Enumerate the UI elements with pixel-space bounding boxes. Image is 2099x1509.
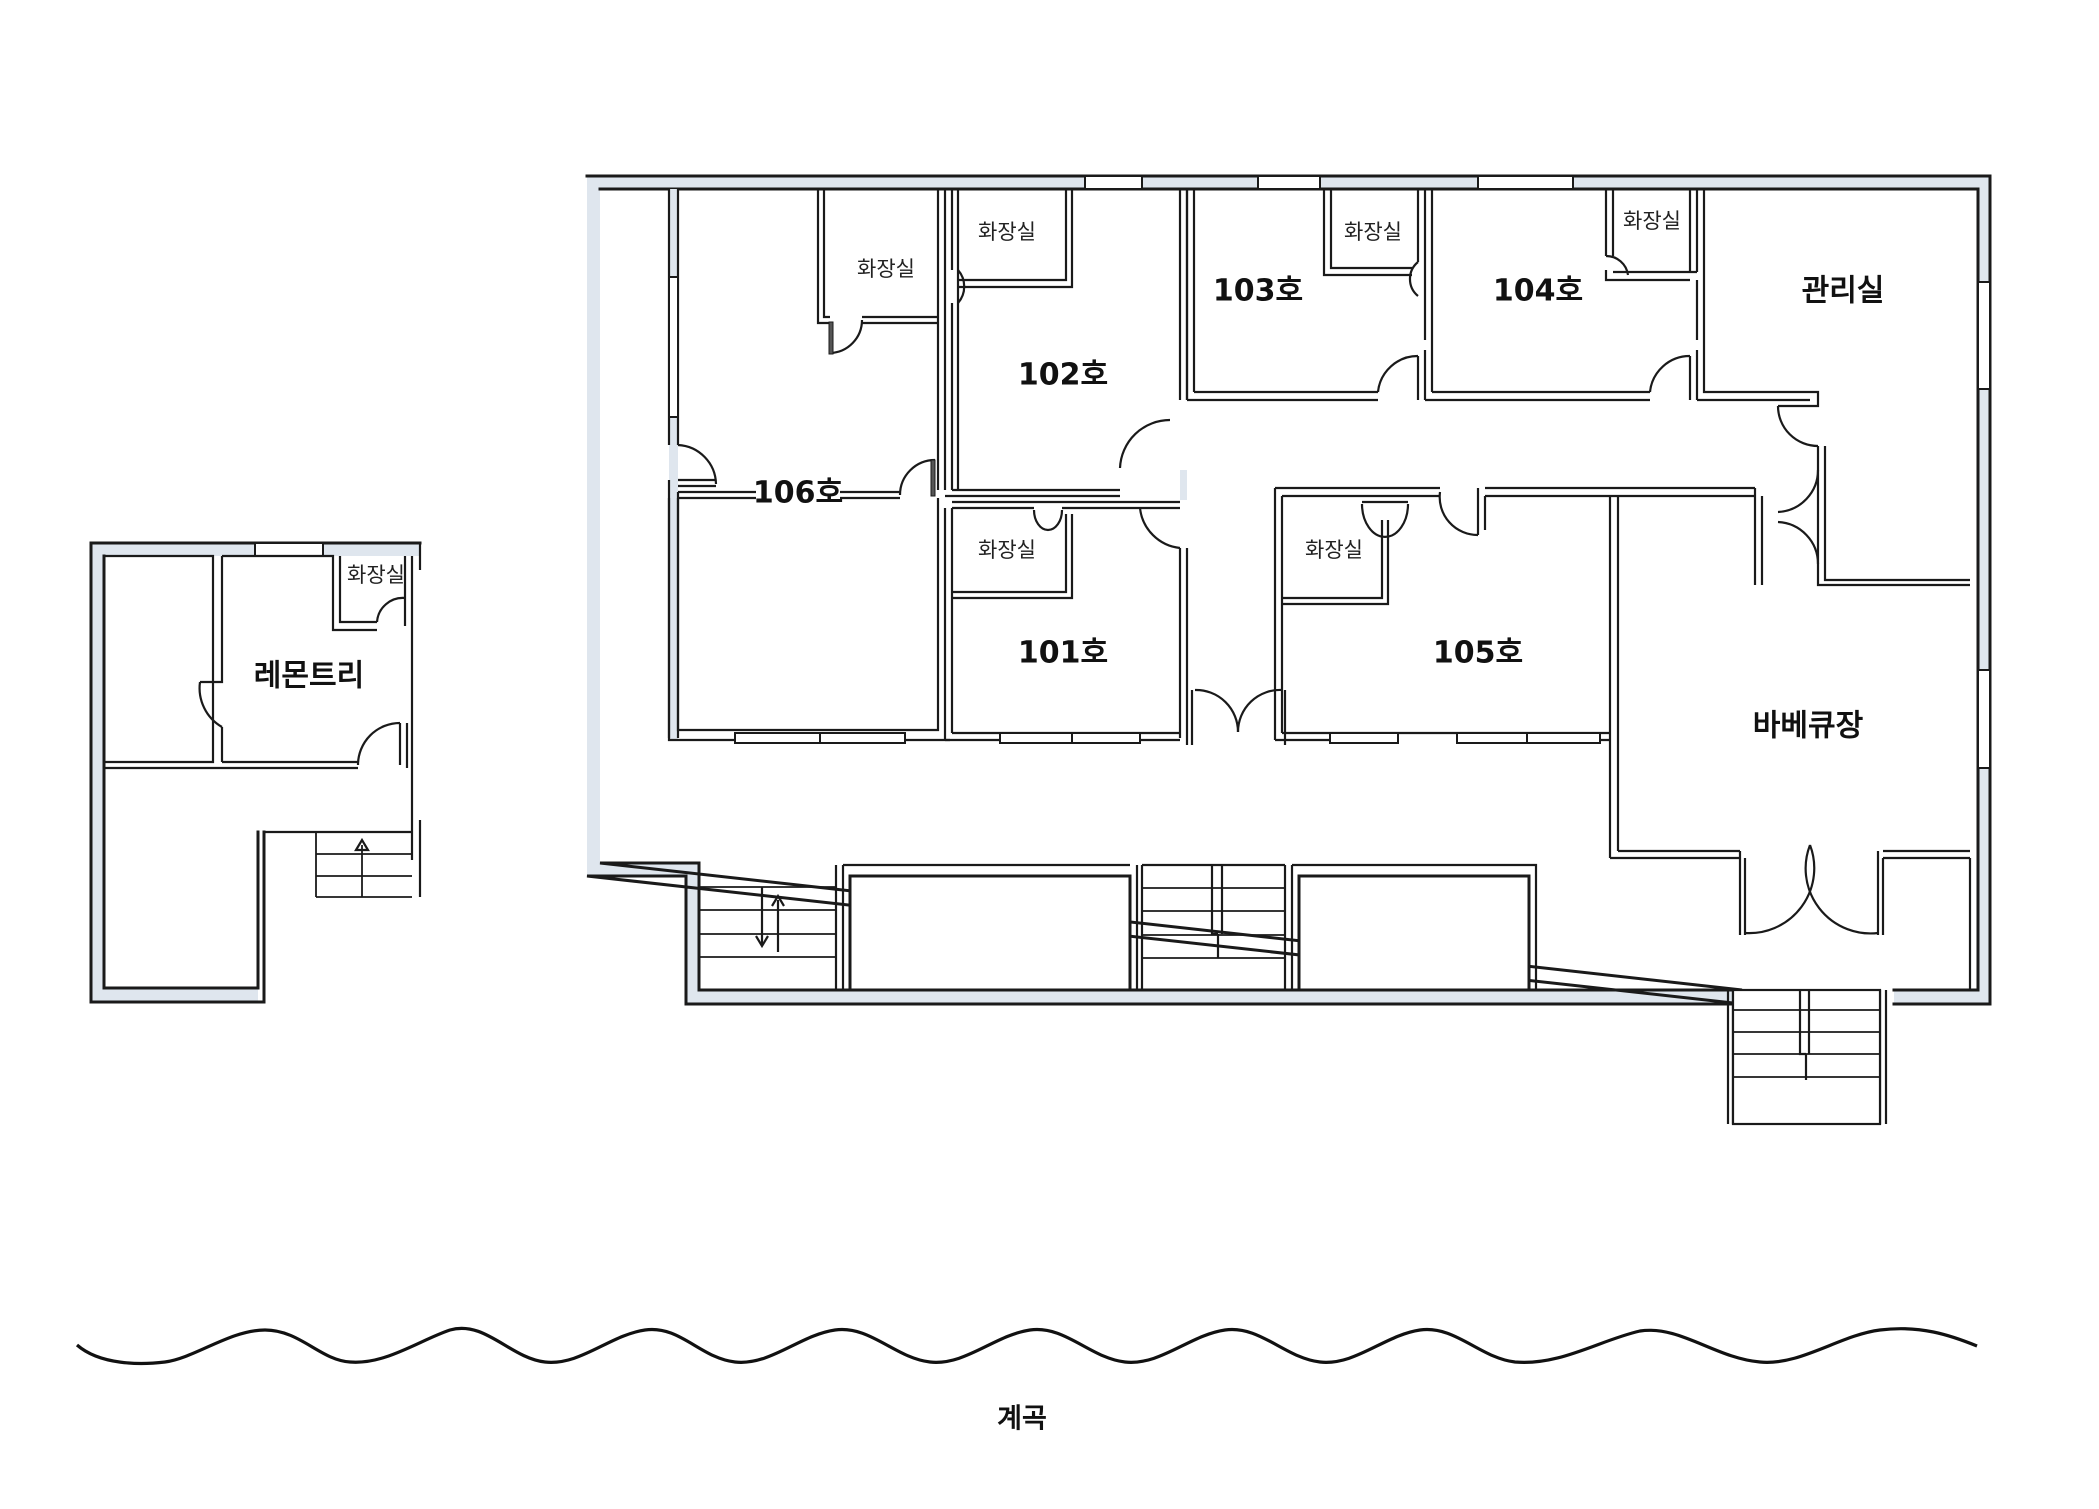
bathroom-label: 화장실 bbox=[978, 220, 1036, 244]
bathroom-label: 화장실 bbox=[857, 257, 915, 281]
corridor-double-door[interactable] bbox=[1190, 688, 1287, 745]
window bbox=[819, 732, 906, 744]
room-104-block: 화장실 104호 bbox=[1425, 189, 1699, 402]
annex-building: 화장실 레몬트리 bbox=[89, 541, 422, 1004]
annex-name-label: 레몬트리 bbox=[254, 659, 364, 694]
office-label: 관리실 bbox=[1802, 274, 1885, 309]
window bbox=[1477, 175, 1574, 190]
window bbox=[1456, 732, 1528, 744]
room-102-label: 102호 bbox=[1018, 358, 1108, 393]
bathroom-label: 화장실 bbox=[1344, 220, 1402, 244]
room-105-block: 화장실 105호 bbox=[1273, 486, 1764, 744]
window bbox=[734, 732, 821, 744]
room-105-label: 105호 bbox=[1433, 636, 1523, 671]
room-104-label: 104호 bbox=[1493, 274, 1583, 309]
window bbox=[1084, 175, 1143, 190]
bbq-label: 바베큐장 bbox=[1753, 709, 1864, 744]
stair-middle bbox=[1135, 863, 1294, 990]
window bbox=[1977, 281, 1991, 390]
stair-exit bbox=[1726, 988, 1888, 1126]
window bbox=[1071, 732, 1141, 744]
room-103-label: 103호 bbox=[1213, 274, 1303, 309]
main-building: 화장실 106호 화장실 102호 화장실 101호 bbox=[585, 174, 1992, 1126]
window bbox=[1977, 669, 1991, 769]
room-101-block: 화장실 101호 bbox=[943, 500, 1189, 745]
arrow-down-icon bbox=[755, 935, 769, 949]
storage-right bbox=[1297, 874, 1531, 992]
window bbox=[1526, 732, 1601, 744]
room-102-block: 화장실 102호 bbox=[945, 189, 1189, 500]
stair-left bbox=[699, 886, 836, 958]
window bbox=[1329, 732, 1399, 744]
window bbox=[1257, 175, 1321, 190]
main-bottom-wall bbox=[686, 990, 1742, 1004]
window bbox=[999, 732, 1073, 744]
annex-bathroom-label: 화장실 bbox=[347, 563, 405, 587]
stream-wave-line bbox=[75, 1326, 1978, 1366]
bathroom-label: 화장실 bbox=[1305, 538, 1363, 562]
bathroom-label: 화장실 bbox=[1623, 209, 1681, 233]
room-103-block: 화장실 103호 bbox=[1185, 189, 1427, 402]
annex-stair bbox=[264, 830, 412, 898]
room-106-label: 106호 bbox=[753, 476, 843, 511]
stream: 계곡 bbox=[75, 1326, 1978, 1435]
room-101-label: 101호 bbox=[1018, 636, 1108, 671]
storage-left bbox=[848, 874, 1132, 992]
arrow-up-icon bbox=[354, 837, 370, 852]
office-block: 관리실 bbox=[1697, 189, 1970, 587]
room-106-block: 화장실 106호 bbox=[667, 189, 950, 744]
window bbox=[254, 542, 324, 557]
main-inner-line bbox=[598, 187, 1980, 992]
bottom-services bbox=[699, 863, 1538, 992]
window bbox=[668, 276, 679, 418]
stream-label: 계곡 bbox=[997, 1404, 1047, 1435]
arrow-up-icon bbox=[771, 893, 785, 907]
bathroom-label: 화장실 bbox=[978, 538, 1036, 562]
bbq-block: 바베큐장 bbox=[1608, 496, 1972, 990]
